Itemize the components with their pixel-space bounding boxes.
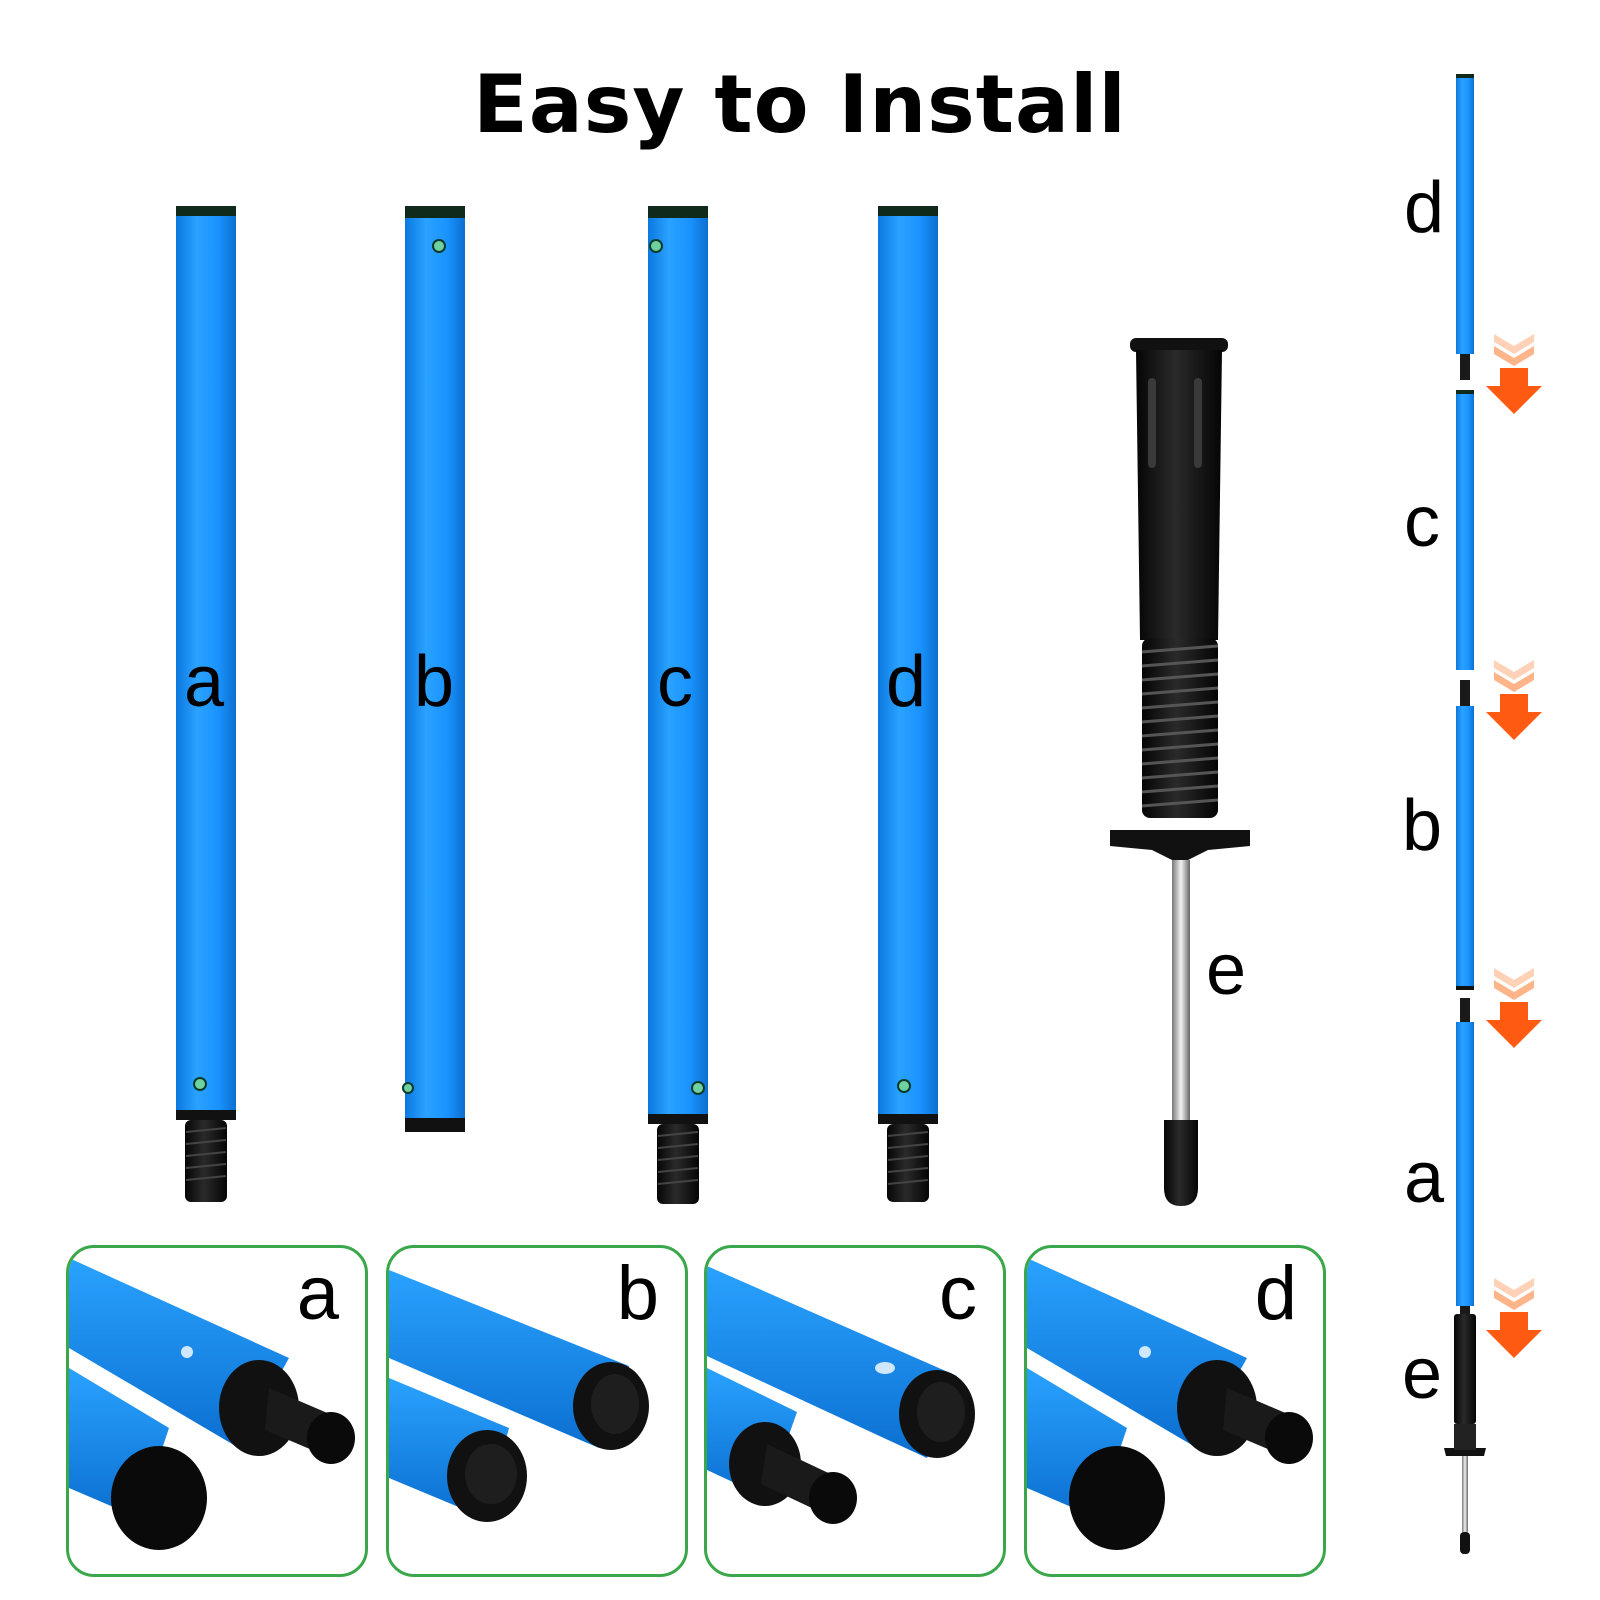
steel-spike [1172,860,1190,1122]
page-title: Easy to Install [473,58,1127,151]
button-hole [897,1079,911,1093]
panel-label-d: d [1254,1251,1297,1336]
stack-label-e: e [1402,1334,1443,1414]
panel-label-b: b [616,1251,659,1336]
pole-a [176,206,236,1202]
stack-label-a: a [1404,1138,1445,1218]
pole-b [402,206,465,1132]
spike-tip-cap [1164,1120,1198,1206]
pole-label-a: a [184,642,225,722]
down-arrows [1486,334,1542,1358]
pole-label-e: e [1206,930,1247,1010]
pole-label-b: b [414,642,455,722]
stack-label-b: b [1402,786,1443,866]
closeup-panel-c: c [704,1245,1006,1577]
stack-label-c: c [1404,482,1440,562]
panel-label-a: a [296,1251,339,1336]
pole-label-c: c [657,642,693,722]
assembly-stack [1444,74,1486,1554]
closeup-panel-b: b [386,1245,688,1577]
ground-spike-e [1110,338,1250,1206]
button-hole [402,1082,414,1094]
stack-label-d: d [1404,168,1445,248]
button-hole [691,1081,705,1095]
button-hole [193,1077,207,1091]
pole-c [648,206,708,1204]
pole-label-d: d [886,642,927,722]
panel-label-c: c [939,1251,977,1336]
step-plate [1110,830,1250,864]
button-hole [649,239,663,253]
pole-d [878,206,938,1202]
button-hole [432,239,446,253]
closeup-panel-a: a [66,1245,368,1577]
closeup-panel-d: d [1024,1245,1326,1577]
